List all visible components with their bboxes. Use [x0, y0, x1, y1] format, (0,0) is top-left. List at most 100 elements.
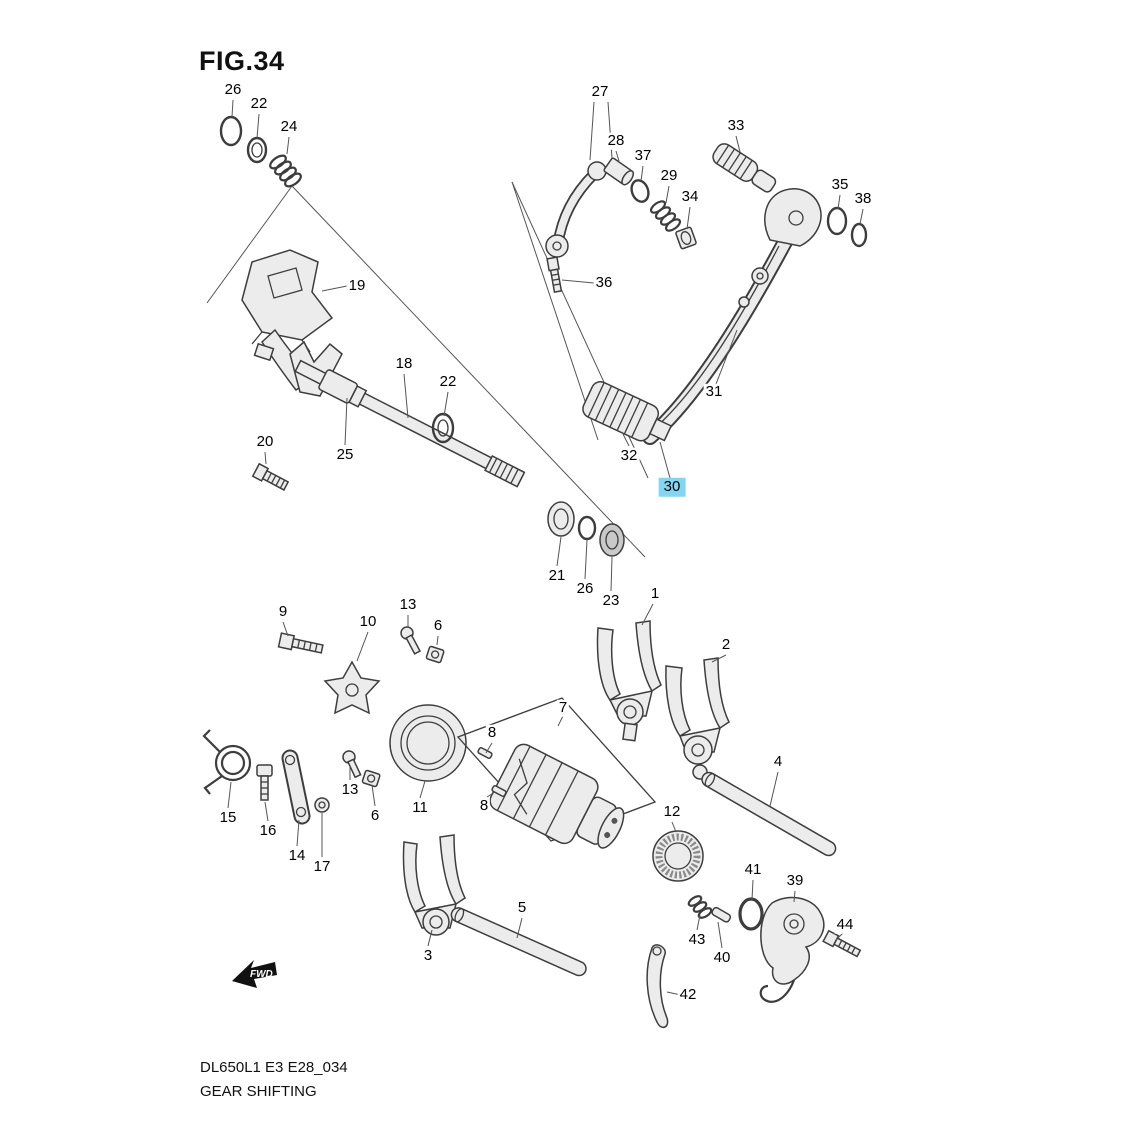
part-label-34[interactable]: 34	[679, 187, 701, 206]
part-label-9[interactable]: 9	[276, 602, 290, 621]
part-16-bolt	[256, 764, 273, 801]
part-14-link-arm	[281, 749, 311, 825]
fwd-marker: FWD	[232, 960, 277, 988]
part-43-spring	[687, 895, 713, 919]
part-label-22[interactable]: 22	[248, 94, 270, 113]
part-label-32[interactable]: 32	[618, 446, 640, 465]
part-11-bearing	[389, 704, 467, 782]
part-label-26[interactable]: 26	[222, 80, 244, 99]
part-label-14[interactable]: 14	[286, 846, 308, 865]
part-label-8b[interactable]: 8	[477, 796, 491, 815]
part-label-4[interactable]: 4	[771, 752, 785, 771]
part-12-needle-bearing	[652, 830, 704, 882]
part-15-torsion-spring	[202, 729, 252, 795]
construction-lines	[206, 181, 649, 558]
part-label-6b[interactable]: 6	[368, 806, 382, 825]
part-label-19[interactable]: 19	[346, 276, 368, 295]
part-39-cam-stopper	[759, 896, 825, 1003]
part-7-shift-cam-assembly	[456, 697, 657, 849]
part-label-24[interactable]: 24	[278, 117, 300, 136]
part-label-33[interactable]: 33	[725, 116, 747, 135]
part-38-circlip	[850, 222, 868, 248]
part-label-31[interactable]: 31	[703, 382, 725, 401]
part-label-21[interactable]: 21	[546, 566, 568, 585]
part-label-13[interactable]: 13	[397, 595, 419, 614]
part-label-27[interactable]: 27	[589, 82, 611, 101]
part-41-oring	[738, 897, 764, 931]
part-label-23[interactable]: 23	[600, 591, 622, 610]
part-9-stopper-bolt	[277, 632, 324, 654]
part-18-gear-shift-shaft	[294, 359, 526, 488]
part-19-cam-guide-plate	[241, 249, 334, 353]
part-label-5[interactable]: 5	[515, 898, 529, 917]
part-label-16[interactable]: 16	[257, 821, 279, 840]
part-22-washer	[246, 136, 268, 164]
part-label-25[interactable]: 25	[334, 445, 356, 464]
part-label-36[interactable]: 36	[593, 273, 615, 292]
part-label-12[interactable]: 12	[661, 802, 683, 821]
part-label-42[interactable]: 42	[677, 985, 699, 1004]
part-label-39[interactable]: 39	[784, 871, 806, 890]
part-8-pin-lower	[491, 785, 507, 797]
part-13-screw-lower	[342, 750, 362, 779]
part-23-oil-seal	[599, 523, 625, 557]
part-3-shift-fork	[402, 834, 466, 936]
figure-model-code: DL650L1 E3 E28_034	[200, 1059, 348, 1076]
part-label-28[interactable]: 28	[605, 131, 627, 150]
part-label-20[interactable]: 20	[254, 432, 276, 451]
part-label-38[interactable]: 38	[852, 189, 874, 208]
part-label-17[interactable]: 17	[311, 857, 333, 876]
part-label-10[interactable]: 10	[357, 612, 379, 631]
part-label-3[interactable]: 3	[421, 946, 435, 965]
part-label-11[interactable]: 11	[410, 798, 430, 817]
part-26-circlip	[219, 115, 243, 147]
part-label-7[interactable]: 7	[556, 698, 570, 717]
part-label-29[interactable]: 29	[658, 166, 680, 185]
part-label-41[interactable]: 41	[742, 860, 764, 879]
part-label-1[interactable]: 1	[648, 584, 662, 603]
part-label-43[interactable]: 43	[686, 930, 708, 949]
part-32-pedal-rubber	[582, 380, 673, 442]
part-21-washer	[547, 501, 575, 537]
part-10-cam-stopper-plate	[323, 660, 381, 715]
part-2-shift-fork	[665, 657, 730, 780]
part-37-washer	[630, 179, 650, 203]
part-6-washer	[425, 645, 445, 664]
leader-lines	[227, 99, 864, 996]
part-22-shaft-washer	[431, 412, 455, 444]
part-label-15[interactable]: 15	[217, 808, 239, 827]
figure-title: FIG.34	[199, 46, 285, 76]
part-label-26b[interactable]: 26	[574, 579, 596, 598]
part-20-bolt	[251, 462, 290, 491]
part-label-18[interactable]: 18	[393, 354, 415, 373]
part-28-joint-cylinder	[603, 157, 635, 186]
part-8-pin-upper	[477, 747, 493, 759]
part-36-bolt	[546, 256, 563, 293]
part-1-shift-fork	[596, 620, 662, 742]
part-17-washer	[314, 797, 330, 813]
part-35-washer	[826, 206, 848, 236]
part-33-footrest	[712, 143, 777, 193]
part-42-stopper-arm	[646, 944, 669, 1029]
part-27-shift-arm	[545, 161, 607, 258]
part-label-2[interactable]: 2	[719, 635, 733, 654]
part-label-35[interactable]: 35	[829, 175, 851, 194]
part-label-22b[interactable]: 22	[437, 372, 459, 391]
part-label-6[interactable]: 6	[431, 616, 445, 635]
part-24-spring	[269, 154, 302, 188]
part-label-44[interactable]: 44	[834, 915, 856, 934]
part-label-30-highlighted[interactable]: 30	[658, 477, 686, 497]
part-label-37[interactable]: 37	[632, 146, 654, 165]
part-29-spring	[649, 200, 682, 232]
part-26-oring	[577, 515, 597, 541]
fwd-label: FWD	[250, 969, 273, 980]
part-4-fork-shaft	[701, 771, 837, 857]
part-label-13b[interactable]: 13	[339, 780, 361, 799]
part-label-40[interactable]: 40	[711, 948, 733, 967]
part-label-8[interactable]: 8	[485, 723, 499, 742]
part-44-bolt	[822, 929, 862, 958]
figure-caption: GEAR SHIFTING	[200, 1083, 317, 1100]
part-5-fork-shaft	[450, 907, 587, 977]
